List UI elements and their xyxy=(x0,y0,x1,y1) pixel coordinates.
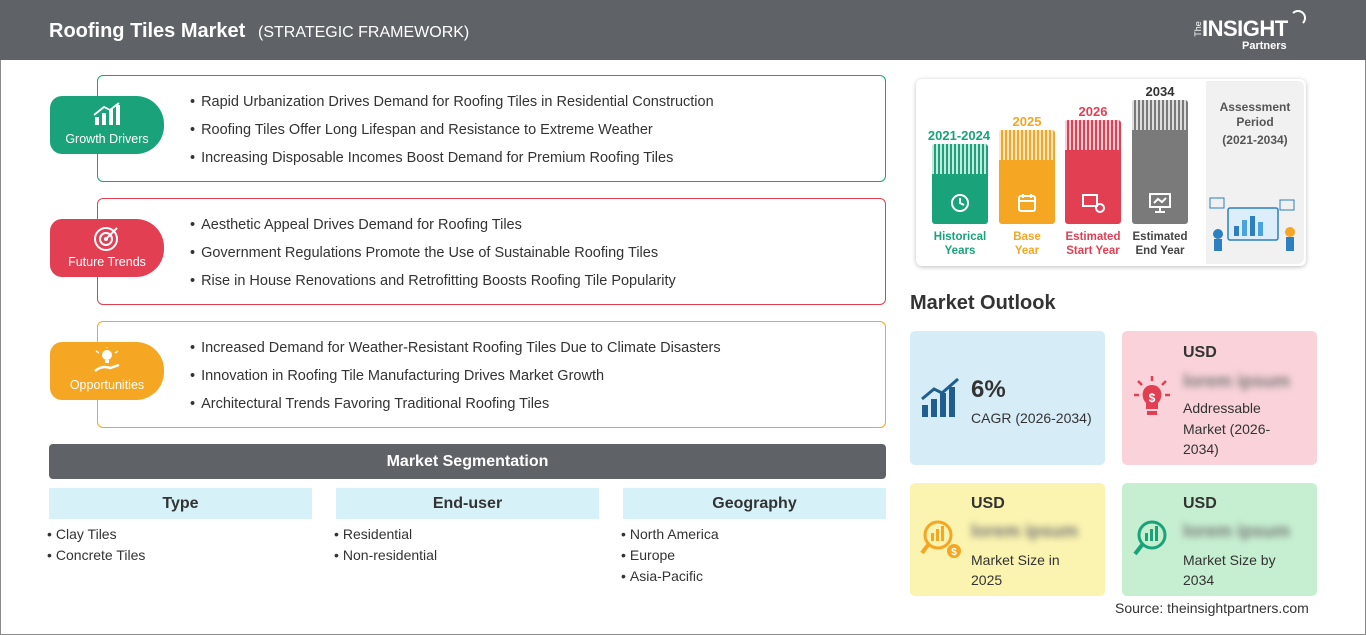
opportunities-box: Increased Demand for Weather-Resistant R… xyxy=(97,321,886,428)
segment-item: North America xyxy=(621,526,719,547)
segment-item: Asia-Pacific xyxy=(621,568,719,589)
opportunity-item: Architectural Trends Favoring Traditiona… xyxy=(190,396,721,424)
future-trends-box: Aesthetic Appeal Drives Demand for Roofi… xyxy=(97,198,886,305)
target-icon xyxy=(94,227,118,251)
dollar-bulb-icon: $ xyxy=(1134,376,1170,415)
timeline-year-end: 2034 xyxy=(1145,84,1175,99)
bar-chart-growth-icon xyxy=(93,102,120,125)
segment-enduser-list: Residential Non-residential xyxy=(334,526,437,568)
history-icon xyxy=(951,194,969,212)
timeline-bar-base xyxy=(999,130,1055,224)
timeline-label-base: Base xyxy=(1013,231,1041,243)
timeline-year-start: 2026 xyxy=(1078,104,1108,119)
segment-item: Residential xyxy=(334,526,437,547)
market-size-2025-card: $ USD lorem ipsum Market Size in 2025 xyxy=(910,483,1105,596)
future-trend-item: Rise in House Renovations and Retrofitti… xyxy=(190,273,676,301)
assessment-text: Period xyxy=(1236,115,1274,129)
future-trends-badge: Future Trends xyxy=(50,219,164,277)
growth-drivers-box: Rapid Urbanization Drives Demand for Roo… xyxy=(97,75,886,182)
segment-item: Non-residential xyxy=(334,547,437,568)
segment-item: Europe xyxy=(621,547,719,568)
magnifier-coins-icon: $ xyxy=(920,520,961,558)
opportunity-item: Innovation in Roofing Tile Manufacturing… xyxy=(190,368,721,396)
market-outlook-title: Market Outlook xyxy=(910,292,1056,314)
segment-type-heading: Type xyxy=(49,488,312,519)
size2025-value: lorem ipsum xyxy=(971,521,1079,541)
future-trends-label: Future Trends xyxy=(68,255,146,269)
segment-enduser-heading: End-user xyxy=(336,488,599,519)
opportunity-item: Increased Demand for Weather-Resistant R… xyxy=(190,340,721,368)
timeline-bar-start xyxy=(1065,120,1121,224)
growth-driver-item: Increasing Disposable Incomes Boost Dema… xyxy=(190,150,714,178)
segment-geography-list: North America Europe Asia-Pacific xyxy=(621,526,719,589)
addressable-label: 2034) xyxy=(1183,441,1219,457)
size2034-usd: USD xyxy=(1183,495,1217,512)
timeline-year-base: 2025 xyxy=(1012,114,1042,129)
growth-driver-item: Rapid Urbanization Drives Demand for Roo… xyxy=(190,94,714,122)
assessment-period-text: (2021-2034) xyxy=(1222,133,1288,147)
svg-text:$: $ xyxy=(951,547,957,558)
timeline-label-end: End Year xyxy=(1135,245,1185,257)
logo-partners-text: Partners xyxy=(1242,40,1287,52)
timeline-bar-historical xyxy=(932,144,988,224)
presentation-icon xyxy=(1149,193,1171,213)
cagr-label: CAGR (2026-2034) xyxy=(971,410,1092,426)
market-segmentation-header: Market Segmentation xyxy=(49,444,886,479)
page-subtitle: (STRATEGIC FRAMEWORK) xyxy=(258,24,470,41)
size2025-label: Market Size in xyxy=(971,552,1060,568)
segment-type-list: Clay Tiles Concrete Tiles xyxy=(47,526,145,568)
growth-chart-icon xyxy=(921,377,959,417)
insight-partners-logo[interactable]: The INSIGHT Partners xyxy=(1190,10,1310,54)
size2025-usd: USD xyxy=(971,495,1005,512)
calendar-icon xyxy=(1018,194,1036,212)
timeline-label-start: Estimated xyxy=(1065,231,1121,243)
logo-insight-text: INSIGHT xyxy=(1202,16,1288,41)
analytics-illustration-icon xyxy=(1209,197,1295,251)
timeline-label-base: Year xyxy=(1014,245,1040,257)
addressable-value: lorem ipsum xyxy=(1183,371,1291,391)
segment-item: Concrete Tiles xyxy=(47,547,145,568)
lightbulb-hand-icon xyxy=(94,347,120,372)
source-text[interactable]: Source: theinsightpartners.com xyxy=(1115,600,1309,616)
timeline-label-start: Start Year xyxy=(1066,245,1120,257)
growth-driver-item: Roofing Tiles Offer Long Lifespan and Re… xyxy=(190,122,714,150)
timeline-bar-end xyxy=(1132,100,1188,224)
future-trend-item: Government Regulations Promote the Use o… xyxy=(190,245,676,273)
page-title: Roofing Tiles Market xyxy=(49,20,246,42)
timeline-year-historical: 2021-2024 xyxy=(927,128,991,143)
addressable-market-card: $ USD lorem ipsum Addressable Market (20… xyxy=(1122,331,1317,465)
size2034-label: Market Size by xyxy=(1183,552,1276,568)
size2034-value: lorem ipsum xyxy=(1183,521,1291,541)
cagr-card: 6% CAGR (2026-2034) xyxy=(910,331,1105,465)
addressable-label: Market (2026- xyxy=(1183,421,1271,437)
assessment-text: Assessment xyxy=(1219,100,1291,114)
svg-text:$: $ xyxy=(1149,391,1156,405)
opportunities-badge: Opportunities xyxy=(50,342,164,400)
cagr-value: 6% xyxy=(971,376,1006,403)
size2025-label: 2025 xyxy=(971,572,1003,588)
growth-drivers-badge: Growth Drivers xyxy=(50,96,164,154)
size2034-label: 2034 xyxy=(1183,572,1215,588)
magnifier-growth-icon xyxy=(1133,520,1167,556)
market-size-2034-card: USD lorem ipsum Market Size by 2034 xyxy=(1122,483,1317,596)
addressable-label: Addressable xyxy=(1183,400,1261,416)
addressable-usd: USD xyxy=(1183,344,1217,361)
segment-geography-heading: Geography xyxy=(623,488,886,519)
logo-arc-icon xyxy=(1290,10,1306,26)
timeline-label-historical: Historical xyxy=(933,231,987,243)
opportunities-label: Opportunities xyxy=(69,378,145,392)
timeline-label-end: Estimated xyxy=(1132,231,1188,243)
future-trend-item: Aesthetic Appeal Drives Demand for Roofi… xyxy=(190,217,676,245)
growth-drivers-label: Growth Drivers xyxy=(65,132,149,146)
header-bar: Roofing Tiles Market (STRATEGIC FRAMEWOR… xyxy=(0,0,1366,60)
start-chart-icon xyxy=(1082,194,1105,213)
timeline-label-historical: Years xyxy=(944,245,976,257)
segment-item: Clay Tiles xyxy=(47,526,145,547)
